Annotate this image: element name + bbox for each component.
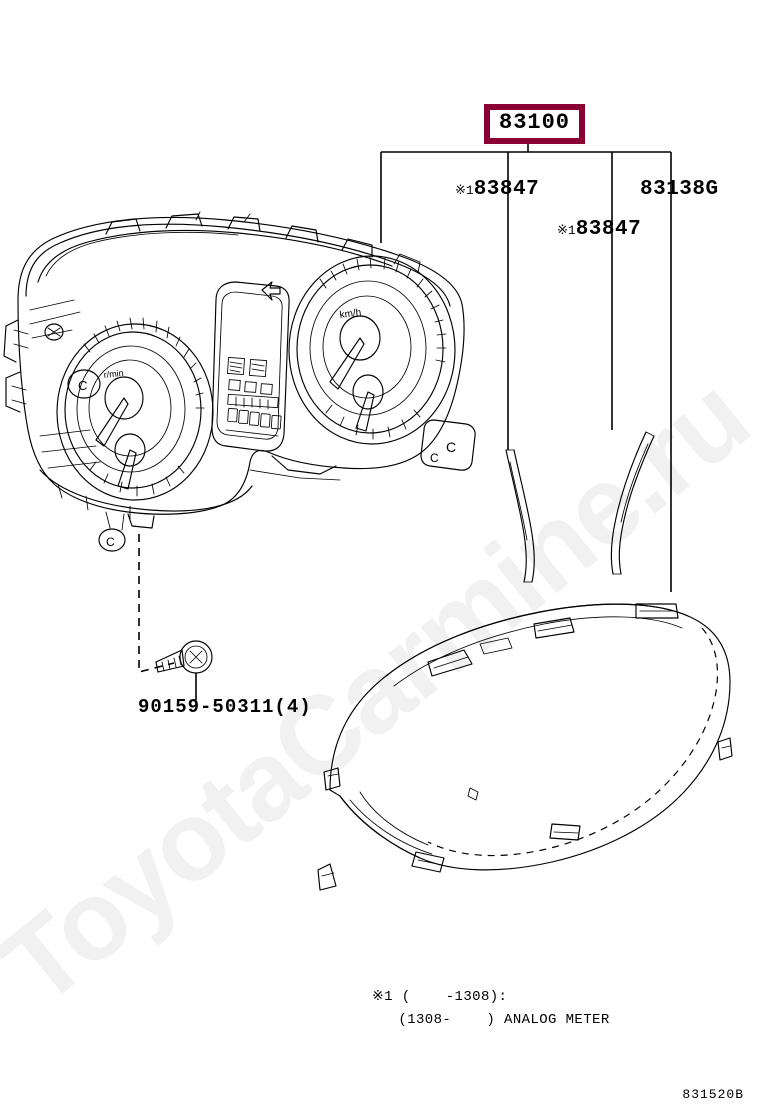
footnote-line-1: ※1 ( -1308): bbox=[372, 989, 508, 1005]
callout-83100-box[interactable]: 83100 bbox=[484, 104, 586, 144]
svg-text:r/min: r/min bbox=[103, 368, 124, 380]
seal-strip-right bbox=[610, 431, 655, 575]
callout-83847-right-number: 83847 bbox=[575, 218, 642, 241]
callout-screw-number[interactable]: 90159-50311(4) bbox=[138, 696, 312, 718]
callout-screw-number-text: 90159-50311(4) bbox=[138, 696, 312, 718]
svg-text:C: C bbox=[446, 439, 456, 455]
footnotes: ※1 ( -1308): (1308- ) ANALOG METER bbox=[372, 986, 610, 1032]
note-mark-83847-left: ※1 bbox=[455, 183, 474, 198]
svg-text:C: C bbox=[78, 378, 87, 393]
callout-83847-right[interactable]: ※183847 bbox=[557, 218, 641, 241]
callout-83100-number: 83100 bbox=[499, 110, 571, 135]
callout-83847-left-number: 83847 bbox=[473, 178, 540, 201]
sheet-id: 831520B bbox=[682, 1087, 744, 1102]
left-connector-marker: C bbox=[67, 369, 101, 399]
meter-lens-cover bbox=[317, 603, 733, 891]
instrument-cluster-assembly: r/min km/h bbox=[3, 211, 476, 552]
leader-screw bbox=[138, 534, 175, 674]
lower-left-connector-marker: C bbox=[98, 528, 126, 552]
svg-text:C: C bbox=[430, 451, 439, 465]
note-mark-83847-right: ※1 bbox=[557, 223, 576, 238]
speedometer-gauge: km/h bbox=[288, 255, 456, 445]
callout-83138g-number: 83138G bbox=[640, 178, 719, 201]
speedometer-unit-text: km/h bbox=[339, 307, 362, 321]
callout-83138g[interactable]: 83138G bbox=[640, 178, 719, 201]
footnote-line-2: (1308- ) ANALOG METER bbox=[372, 1012, 610, 1029]
cluster-screw-detail bbox=[44, 323, 64, 341]
center-display-panel bbox=[211, 281, 290, 452]
connector-detail: C C bbox=[420, 419, 476, 471]
svg-text:C: C bbox=[106, 535, 115, 549]
callout-83847-left[interactable]: ※183847 bbox=[455, 178, 539, 201]
turn-signal-arrow bbox=[261, 281, 281, 301]
